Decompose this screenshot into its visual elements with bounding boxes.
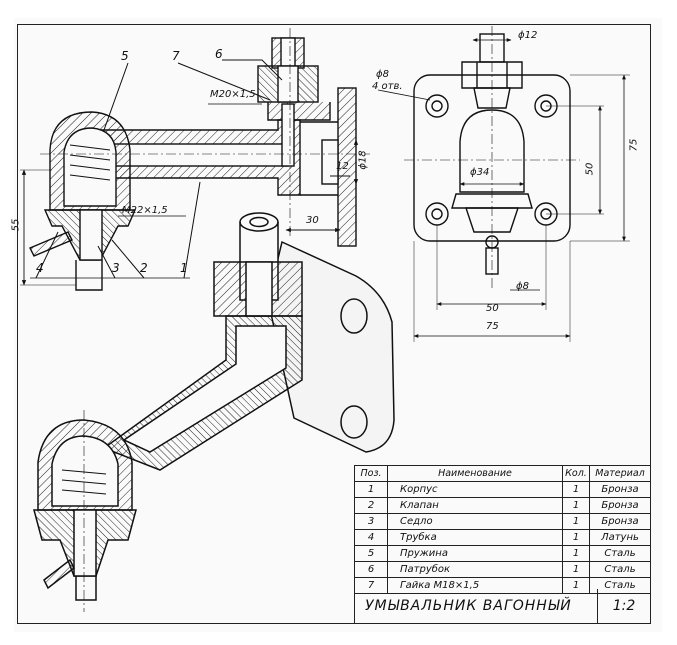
- row-name: Гайка М18×1,5: [387, 577, 563, 594]
- row-qty: 1: [562, 497, 590, 514]
- dim-height-inner: 50: [584, 162, 596, 176]
- callout-6: 6: [215, 47, 223, 61]
- row-name: Седло: [387, 513, 563, 530]
- parts-table-header: Поз. Наименование Кол. Материал: [354, 465, 651, 482]
- row-material: Бронза: [589, 513, 651, 530]
- callout-2: 2: [140, 261, 148, 275]
- dim-height: 55: [10, 218, 22, 232]
- dim-hole-count: 4 отв.: [372, 81, 403, 92]
- row-pos: 5: [354, 545, 388, 562]
- callout-4: 4: [36, 261, 44, 275]
- header-name: Наименование: [387, 465, 563, 482]
- drawing-frame: [17, 24, 651, 624]
- row-material: Бронза: [589, 481, 651, 498]
- row-qty: 1: [562, 561, 590, 578]
- dim-width-outer: 75: [486, 321, 499, 332]
- row-qty: 1: [562, 481, 590, 498]
- row-material: Латунь: [589, 529, 651, 546]
- title-block: УМЫВАЛЬНИК ВАГОННЫЙ 1:2: [354, 589, 651, 624]
- row-pos: 7: [354, 577, 388, 594]
- table-row: 5 Пружина 1 Сталь: [354, 545, 651, 562]
- row-pos: 2: [354, 497, 388, 514]
- row-material: Сталь: [589, 545, 651, 562]
- callout-1: 1: [180, 261, 188, 275]
- isometric-view: [33, 212, 395, 612]
- dim-body-dia: ϕ34: [470, 167, 490, 178]
- row-pos: 1: [354, 481, 388, 498]
- table-row: 3 Седло 1 Бронза: [354, 513, 651, 530]
- table-row: 6 Патрубок 1 Сталь: [354, 561, 651, 578]
- side-view: [377, 26, 630, 342]
- hole-icon: [425, 202, 449, 226]
- row-qty: 1: [562, 577, 590, 594]
- row-qty: 1: [562, 513, 590, 530]
- callout-7: 7: [172, 49, 180, 63]
- dim-boss-dia: ϕ18: [357, 150, 369, 170]
- hole-icon: [425, 94, 449, 118]
- row-material: Сталь: [589, 577, 651, 594]
- row-qty: 1: [562, 529, 590, 546]
- callout-3: 3: [112, 261, 120, 275]
- row-name: Корпус: [387, 481, 563, 498]
- table-row: 1 Корпус 1 Бронза: [354, 481, 651, 498]
- dim-bottom-dia: ϕ8: [516, 281, 529, 292]
- header-pos: Поз.: [354, 465, 388, 482]
- row-name: Клапан: [387, 497, 563, 514]
- row-name: Трубка: [387, 529, 563, 546]
- dim-thread-top: M20×1,5: [210, 89, 256, 100]
- dim-top-dia: ϕ12: [518, 30, 538, 41]
- table-row: 2 Клапан 1 Бронза: [354, 497, 651, 514]
- dim-height-outer: 75: [628, 138, 640, 152]
- dim-thread-bottom: M22×1,5: [122, 205, 168, 216]
- section-view: [20, 28, 370, 291]
- row-name: Пружина: [387, 545, 563, 562]
- row-pos: 3: [354, 513, 388, 530]
- row-qty: 1: [562, 545, 590, 562]
- dim-width-inner: 50: [486, 303, 499, 314]
- drawing-scale: 1:2: [597, 589, 650, 623]
- dim-boss-depth: 12: [336, 161, 349, 172]
- dim-offset: 30: [306, 215, 319, 226]
- table-row: 4 Трубка 1 Латунь: [354, 529, 651, 546]
- drawing-title: УМЫВАЛЬНИК ВАГОННЫЙ: [365, 598, 572, 614]
- table-row: 7 Гайка М18×1,5 1 Сталь: [354, 577, 651, 594]
- row-pos: 6: [354, 561, 388, 578]
- parts-table: Поз. Наименование Кол. Материал 1 Корпус…: [354, 465, 651, 594]
- header-qty: Кол.: [562, 465, 590, 482]
- row-material: Сталь: [589, 561, 651, 578]
- callout-5: 5: [121, 49, 129, 63]
- row-material: Бронза: [589, 497, 651, 514]
- valve-body: [459, 109, 525, 193]
- header-material: Материал: [589, 465, 651, 482]
- dim-hole-dia: ϕ8: [376, 69, 389, 80]
- row-pos: 4: [354, 529, 388, 546]
- row-name: Патрубок: [387, 561, 563, 578]
